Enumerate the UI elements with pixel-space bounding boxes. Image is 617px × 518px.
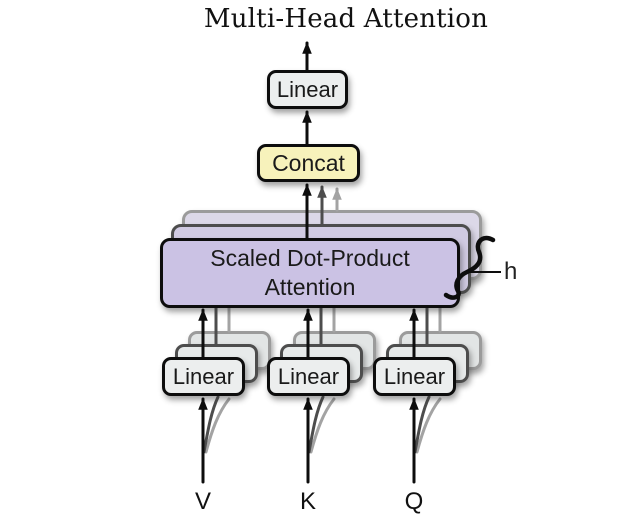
input-label-k: K (299, 488, 317, 515)
attention-label-line1: Scaled Dot-Product (210, 245, 410, 271)
curve-v-back (204, 397, 231, 454)
curve-k-back (309, 397, 336, 454)
heads-count-label: h (504, 258, 518, 285)
linear-q-label: Linear (383, 363, 446, 389)
output-linear-label: Linear (276, 76, 339, 102)
linear-k-box: Linear (267, 357, 350, 396)
concat-label: Concat (272, 149, 345, 176)
curve-q-back (415, 397, 442, 454)
attention-box: Scaled Dot-Product Attention (160, 238, 460, 308)
linear-k-label: Linear (277, 363, 340, 389)
diagram-title: Multi-Head Attention (203, 4, 489, 34)
input-label-q: Q (404, 488, 424, 515)
output-linear-box: Linear (267, 70, 348, 109)
input-label-v: V (194, 488, 212, 515)
linear-v-box: Linear (162, 357, 245, 396)
linear-v-label: Linear (172, 363, 235, 389)
curve-v-middle (202, 395, 220, 454)
linear-q-box: Linear (373, 357, 456, 396)
curve-q-middle (413, 395, 431, 454)
attention-label-line2: Attention (264, 274, 356, 300)
curve-k-middle (307, 395, 325, 454)
concat-box: Concat (257, 144, 360, 182)
